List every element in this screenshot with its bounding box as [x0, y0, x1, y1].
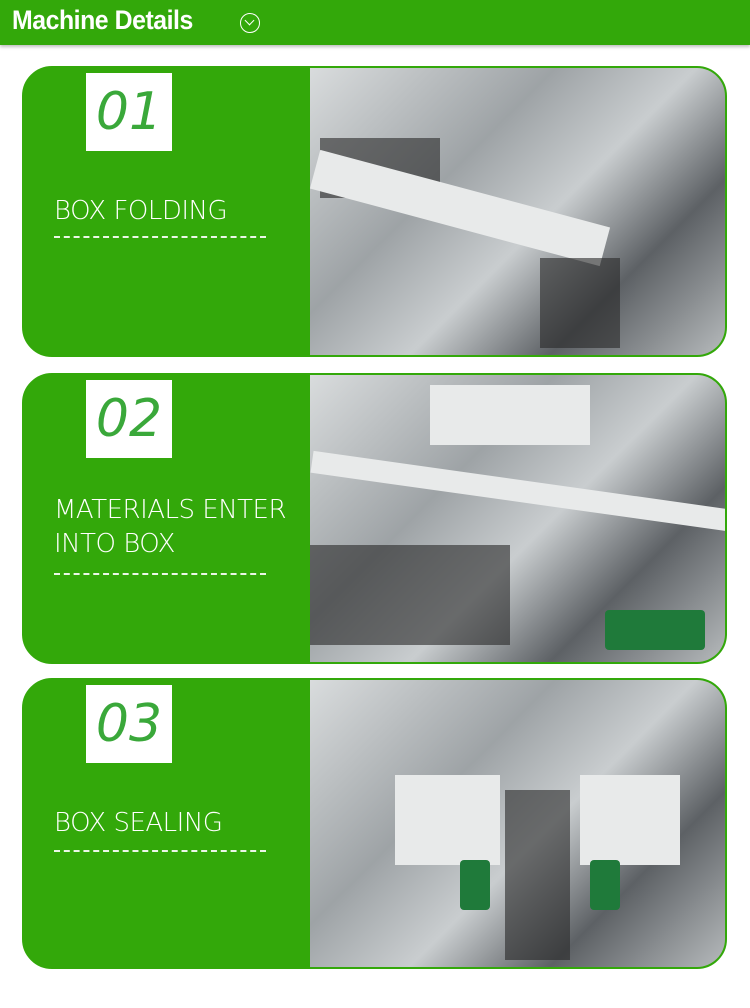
step-label: BOX SEALING	[54, 808, 223, 838]
page-title: Machine Details	[12, 5, 193, 35]
section-card-box-folding: 01 BOX FOLDING	[22, 66, 727, 357]
step-number: 03	[86, 685, 172, 763]
machine-photo-box-sealing	[310, 680, 725, 967]
dashed-divider	[54, 236, 266, 238]
dashed-divider	[54, 573, 266, 575]
step-label: MATERIALS ENTER INTO BOX	[54, 495, 287, 559]
header-bar: Machine Details	[0, 0, 750, 45]
section-card-materials-enter: 02 MATERIALS ENTER INTO BOX	[22, 373, 727, 664]
step-label: BOX FOLDING	[54, 196, 228, 226]
machine-photo-materials-enter	[310, 375, 725, 662]
machine-photo-box-folding	[309, 68, 725, 355]
dashed-divider	[54, 850, 266, 852]
chevron-down-circle-icon[interactable]	[240, 13, 260, 33]
step-number: 02	[86, 380, 172, 458]
step-number: 01	[86, 73, 172, 151]
section-card-box-sealing: 03 BOX SEALING	[22, 678, 727, 969]
